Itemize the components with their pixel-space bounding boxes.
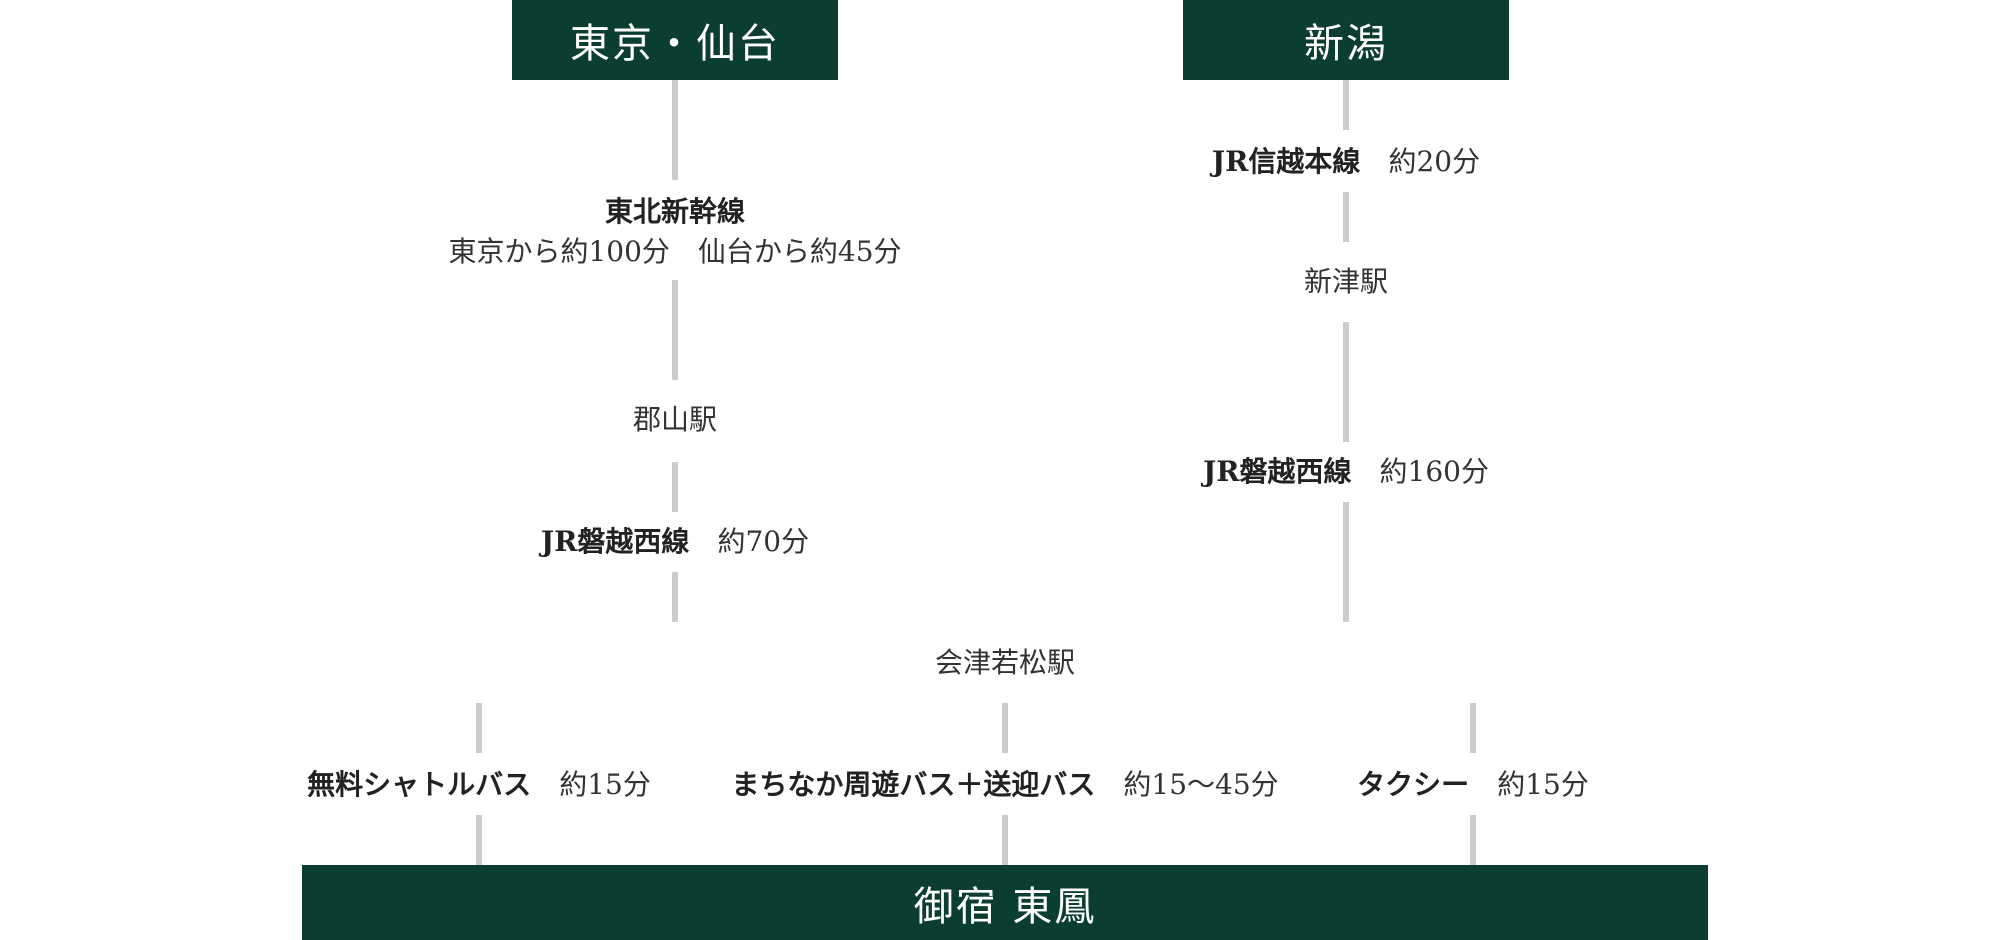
shinetsu-line-time: 約20分 bbox=[1388, 145, 1481, 178]
connector bbox=[1002, 703, 1008, 753]
right-banetsu-line-time: 約160分 bbox=[1379, 455, 1489, 488]
connector bbox=[476, 703, 482, 753]
tohoku-shinkansen-label: 東北新幹線 東京から約100分 仙台から約45分 bbox=[448, 192, 901, 272]
connector bbox=[672, 572, 678, 622]
connector bbox=[1343, 192, 1349, 242]
town-bus-time: 約15〜45分 bbox=[1123, 768, 1279, 801]
connector bbox=[1343, 502, 1349, 622]
taxi-time: 約15分 bbox=[1497, 768, 1589, 801]
connector bbox=[672, 462, 678, 512]
town-bus-label: まちなか周遊バス＋送迎バス約15〜45分 bbox=[731, 765, 1278, 805]
right-banetsu-line-name: JR磐越西線 bbox=[1203, 455, 1352, 488]
connector bbox=[476, 815, 482, 865]
taxi-name: タクシー bbox=[1357, 768, 1470, 801]
origin-niigata: 新潟 bbox=[1183, 0, 1509, 80]
origin-niigata-label: 新潟 bbox=[1304, 21, 1388, 67]
connector bbox=[1343, 80, 1349, 130]
connector bbox=[672, 80, 678, 180]
tohoku-line-name: 東北新幹線 bbox=[604, 195, 746, 228]
shuttle-bus-time: 約15分 bbox=[559, 768, 651, 801]
niitsu-station-label: 新津駅 bbox=[1303, 265, 1389, 298]
origin-tokyo-sendai: 東京・仙台 bbox=[512, 0, 838, 80]
left-banetsu-line-time: 約70分 bbox=[717, 525, 810, 558]
shinetsu-line-label: JR信越本線約20分 bbox=[1212, 142, 1480, 182]
connector bbox=[1343, 322, 1349, 442]
connector bbox=[1470, 815, 1476, 865]
connector bbox=[672, 280, 678, 380]
shinetsu-line-name: JR信越本線 bbox=[1211, 145, 1361, 178]
shuttle-bus-label: 無料シャトルバス約15分 bbox=[307, 765, 651, 805]
town-bus-name: まちなか周遊バス＋送迎バス bbox=[731, 768, 1096, 801]
left-banetsu-line-label: JR磐越西線約70分 bbox=[541, 522, 809, 562]
left-banetsu-line-name: JR磐越西線 bbox=[540, 525, 690, 558]
aizu-wakamatsu-station-label: 会津若松駅 bbox=[934, 646, 1076, 679]
right-banetsu-line-label: JR磐越西線約160分 bbox=[1203, 452, 1489, 492]
destination-box: 御宿 東鳳 bbox=[302, 865, 1708, 940]
destination-label: 御宿 東鳳 bbox=[913, 883, 1097, 930]
tohoku-line-time: 東京から約100分 仙台から約45分 bbox=[448, 235, 902, 268]
koriyama-station-label: 郡山駅 bbox=[632, 403, 718, 436]
origin-tokyo-sendai-label: 東京・仙台 bbox=[570, 21, 780, 67]
shuttle-bus-name: 無料シャトルバス bbox=[307, 768, 532, 801]
connector bbox=[1470, 703, 1476, 753]
taxi-label: タクシー約15分 bbox=[1357, 765, 1589, 805]
connector bbox=[1002, 815, 1008, 865]
